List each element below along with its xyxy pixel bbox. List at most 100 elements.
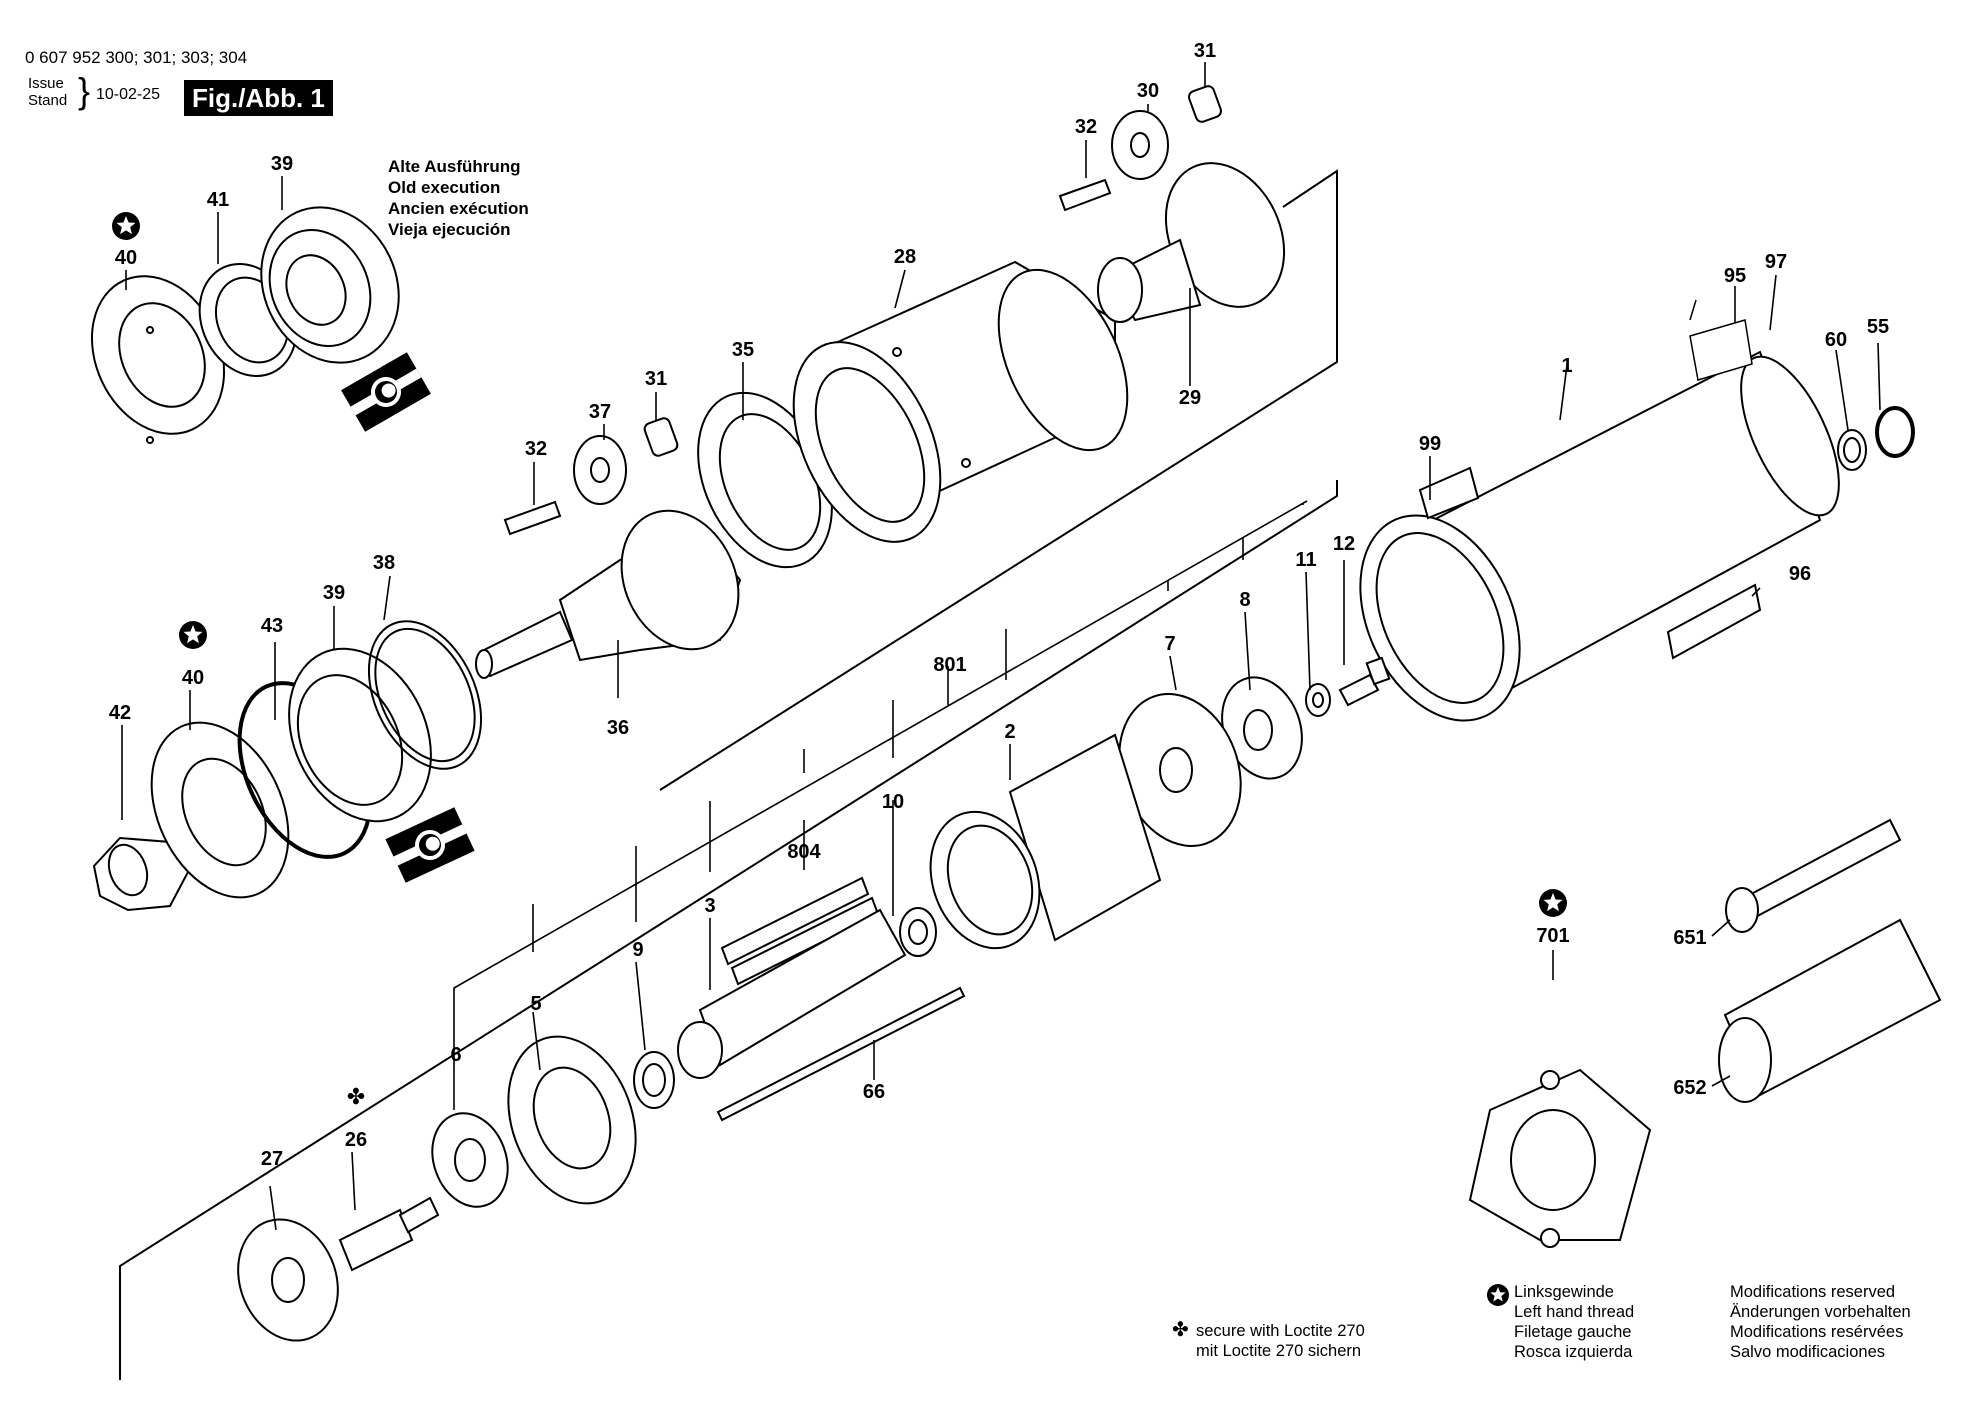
callout: 97 (1765, 251, 1787, 273)
callout: 35 (732, 339, 754, 361)
callout: 26 (345, 1129, 367, 1151)
callout: 8 (1239, 589, 1250, 611)
callout: 3 (704, 895, 715, 917)
part-96-label (1666, 583, 1762, 660)
issue-stand-label: Issue Stand (28, 75, 67, 109)
callout: 11 (1295, 549, 1316, 571)
upper-group-frame (659, 169, 1338, 791)
left-hand-thread-star-icon (1487, 1284, 1509, 1306)
subassembly-801-bracket (453, 500, 1308, 1074)
loctite-club-icon: ✤ (347, 1084, 365, 1109)
bearing-symbol-icon (385, 807, 475, 883)
callout: 95 (1724, 265, 1746, 287)
part-99-label (1418, 466, 1480, 520)
left-hand-thread-star-icon (112, 212, 140, 240)
callout: 31 (1194, 40, 1216, 62)
callout: 652 (1673, 1077, 1706, 1099)
part-60-sieve (1837, 429, 1867, 471)
callout: 40 (182, 667, 204, 689)
part-11-washer (1305, 683, 1331, 717)
part-28-ring-gear (792, 260, 1129, 543)
callout: 28 (894, 246, 916, 268)
callout: 10 (882, 791, 904, 813)
modifications-es: Salvo modificaciones (1730, 1343, 1885, 1361)
part-6-bearing (431, 1112, 509, 1208)
part-38-shim (367, 620, 483, 770)
callout: 29 (1179, 387, 1201, 409)
callout: 1 (1561, 355, 1572, 377)
callout: 40 (115, 247, 137, 269)
old-execution-de: Alte Ausführung (388, 157, 521, 176)
part-95-label-plate (1689, 299, 1753, 381)
callout: 60 (1825, 329, 1847, 351)
callout: 651 (1673, 927, 1706, 949)
callout: 99 (1419, 433, 1441, 455)
left-hand-thread-en: Left hand thread (1514, 1303, 1635, 1321)
part-40-ring (150, 721, 290, 899)
part-39-bearing-old (260, 206, 400, 364)
callout: 39 (323, 582, 345, 604)
callout: 66 (863, 1081, 885, 1103)
left-hand-thread-fr: Filetage gauche (1514, 1323, 1632, 1341)
callout: 96 (1789, 563, 1811, 585)
part-10-washer (899, 907, 937, 957)
callout: 9 (632, 939, 643, 961)
lower-group-frame (119, 480, 1338, 1380)
callout: 37 (589, 401, 611, 423)
part-32-pin (503, 500, 562, 536)
callout: 42 (109, 702, 131, 724)
callout: 55 (1867, 316, 1889, 338)
old-execution-note: Alte Ausführung Old execution Ancien exé… (388, 156, 529, 240)
modifications-legend: Modifications reserved Änderungen vorbeh… (1730, 1282, 1911, 1362)
part-29-planet-carrier (1097, 162, 1286, 323)
callout: 39 (271, 153, 293, 175)
part-42-nut (92, 836, 190, 912)
part-5-end-plate (507, 1035, 637, 1205)
issue-date: 10-02-25 (96, 86, 161, 103)
part-40-ring-old (90, 275, 226, 444)
callout: 36 (607, 717, 629, 739)
part-651-hose-nipple (1725, 818, 1902, 933)
part-55-o-ring (1875, 406, 1915, 458)
part-804-vanes (720, 876, 880, 986)
part-12-screw (1338, 656, 1391, 707)
loctite-club-icon: ✤ (1172, 1319, 1189, 1341)
left-hand-thread-legend: Linksgewinde Left hand thread Filetage g… (1487, 1282, 1635, 1362)
part-2-cylinder (929, 733, 1162, 950)
callout: 32 (525, 438, 547, 460)
part-9-washer (633, 1051, 675, 1109)
issue-label: Issue (28, 75, 64, 92)
part-7-end-plate (1118, 693, 1242, 847)
left-hand-thread-star-icon (179, 621, 207, 649)
callout: 12 (1333, 533, 1355, 555)
part-1-housing (1359, 350, 1840, 722)
callout: 31 (645, 368, 667, 390)
callout: 6 (450, 1044, 461, 1066)
callout: 701 (1536, 925, 1569, 947)
callout: 2 (1004, 721, 1015, 743)
callout: 32 (1075, 116, 1097, 138)
callout: 38 (373, 552, 395, 574)
stand-label: Stand (28, 92, 68, 109)
part-652-silencer (1718, 918, 1942, 1103)
leader-lines (121, 62, 1881, 1231)
left-hand-thread-star-icon (1539, 889, 1567, 917)
callout: 27 (261, 1148, 283, 1170)
part-36-spindle (475, 509, 742, 679)
modifications-fr: Modifications resérvées (1730, 1323, 1904, 1341)
callout: 30 (1137, 80, 1159, 102)
callout: 5 (530, 993, 541, 1015)
bearing-symbol-icon (341, 352, 431, 432)
old-execution-en: Old execution (388, 178, 501, 197)
loctite-de: mit Loctite 270 sichern (1196, 1342, 1362, 1360)
callout: 801 (933, 654, 966, 676)
modifications-de: Änderungen vorbehalten (1730, 1303, 1911, 1321)
part-32-pin-upper (1058, 178, 1112, 212)
modifications-en: Modifications reserved (1730, 1283, 1896, 1301)
part-66-pin (716, 986, 966, 1122)
part-numbers: 0 607 952 300; 301; 303; 304 (25, 48, 248, 67)
figure-label: Fig./Abb. 1 (184, 80, 333, 116)
loctite-en: secure with Loctite 270 (1196, 1322, 1365, 1340)
